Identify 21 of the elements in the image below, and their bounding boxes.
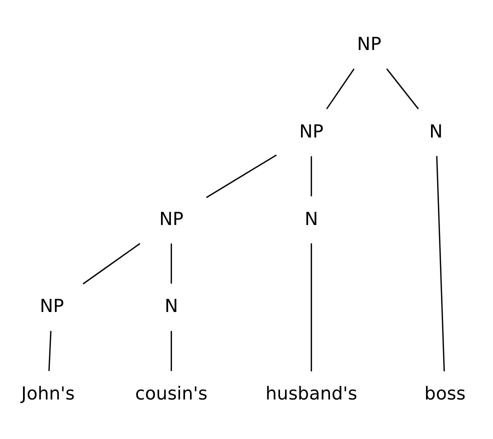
node-text: N bbox=[164, 296, 178, 317]
node-text: NP bbox=[40, 296, 64, 317]
connector bbox=[386, 68, 419, 109]
connector bbox=[310, 242, 312, 371]
connector bbox=[170, 243, 172, 284]
connector bbox=[310, 156, 312, 196]
connector bbox=[436, 156, 445, 371]
node-text: NP bbox=[299, 120, 324, 142]
node-text: boss bbox=[424, 382, 466, 404]
node-text: NP bbox=[357, 34, 382, 55]
node-text: NP bbox=[159, 208, 184, 230]
connector bbox=[206, 154, 277, 198]
node-text: cousin's bbox=[135, 382, 208, 404]
node-text: husband's bbox=[266, 382, 358, 404]
connector bbox=[170, 330, 172, 371]
node-text: N bbox=[304, 208, 318, 230]
connector bbox=[326, 68, 355, 109]
node-text: N bbox=[429, 120, 443, 142]
connector bbox=[82, 242, 140, 284]
connector bbox=[48, 330, 52, 371]
node-text: John's bbox=[21, 382, 75, 404]
